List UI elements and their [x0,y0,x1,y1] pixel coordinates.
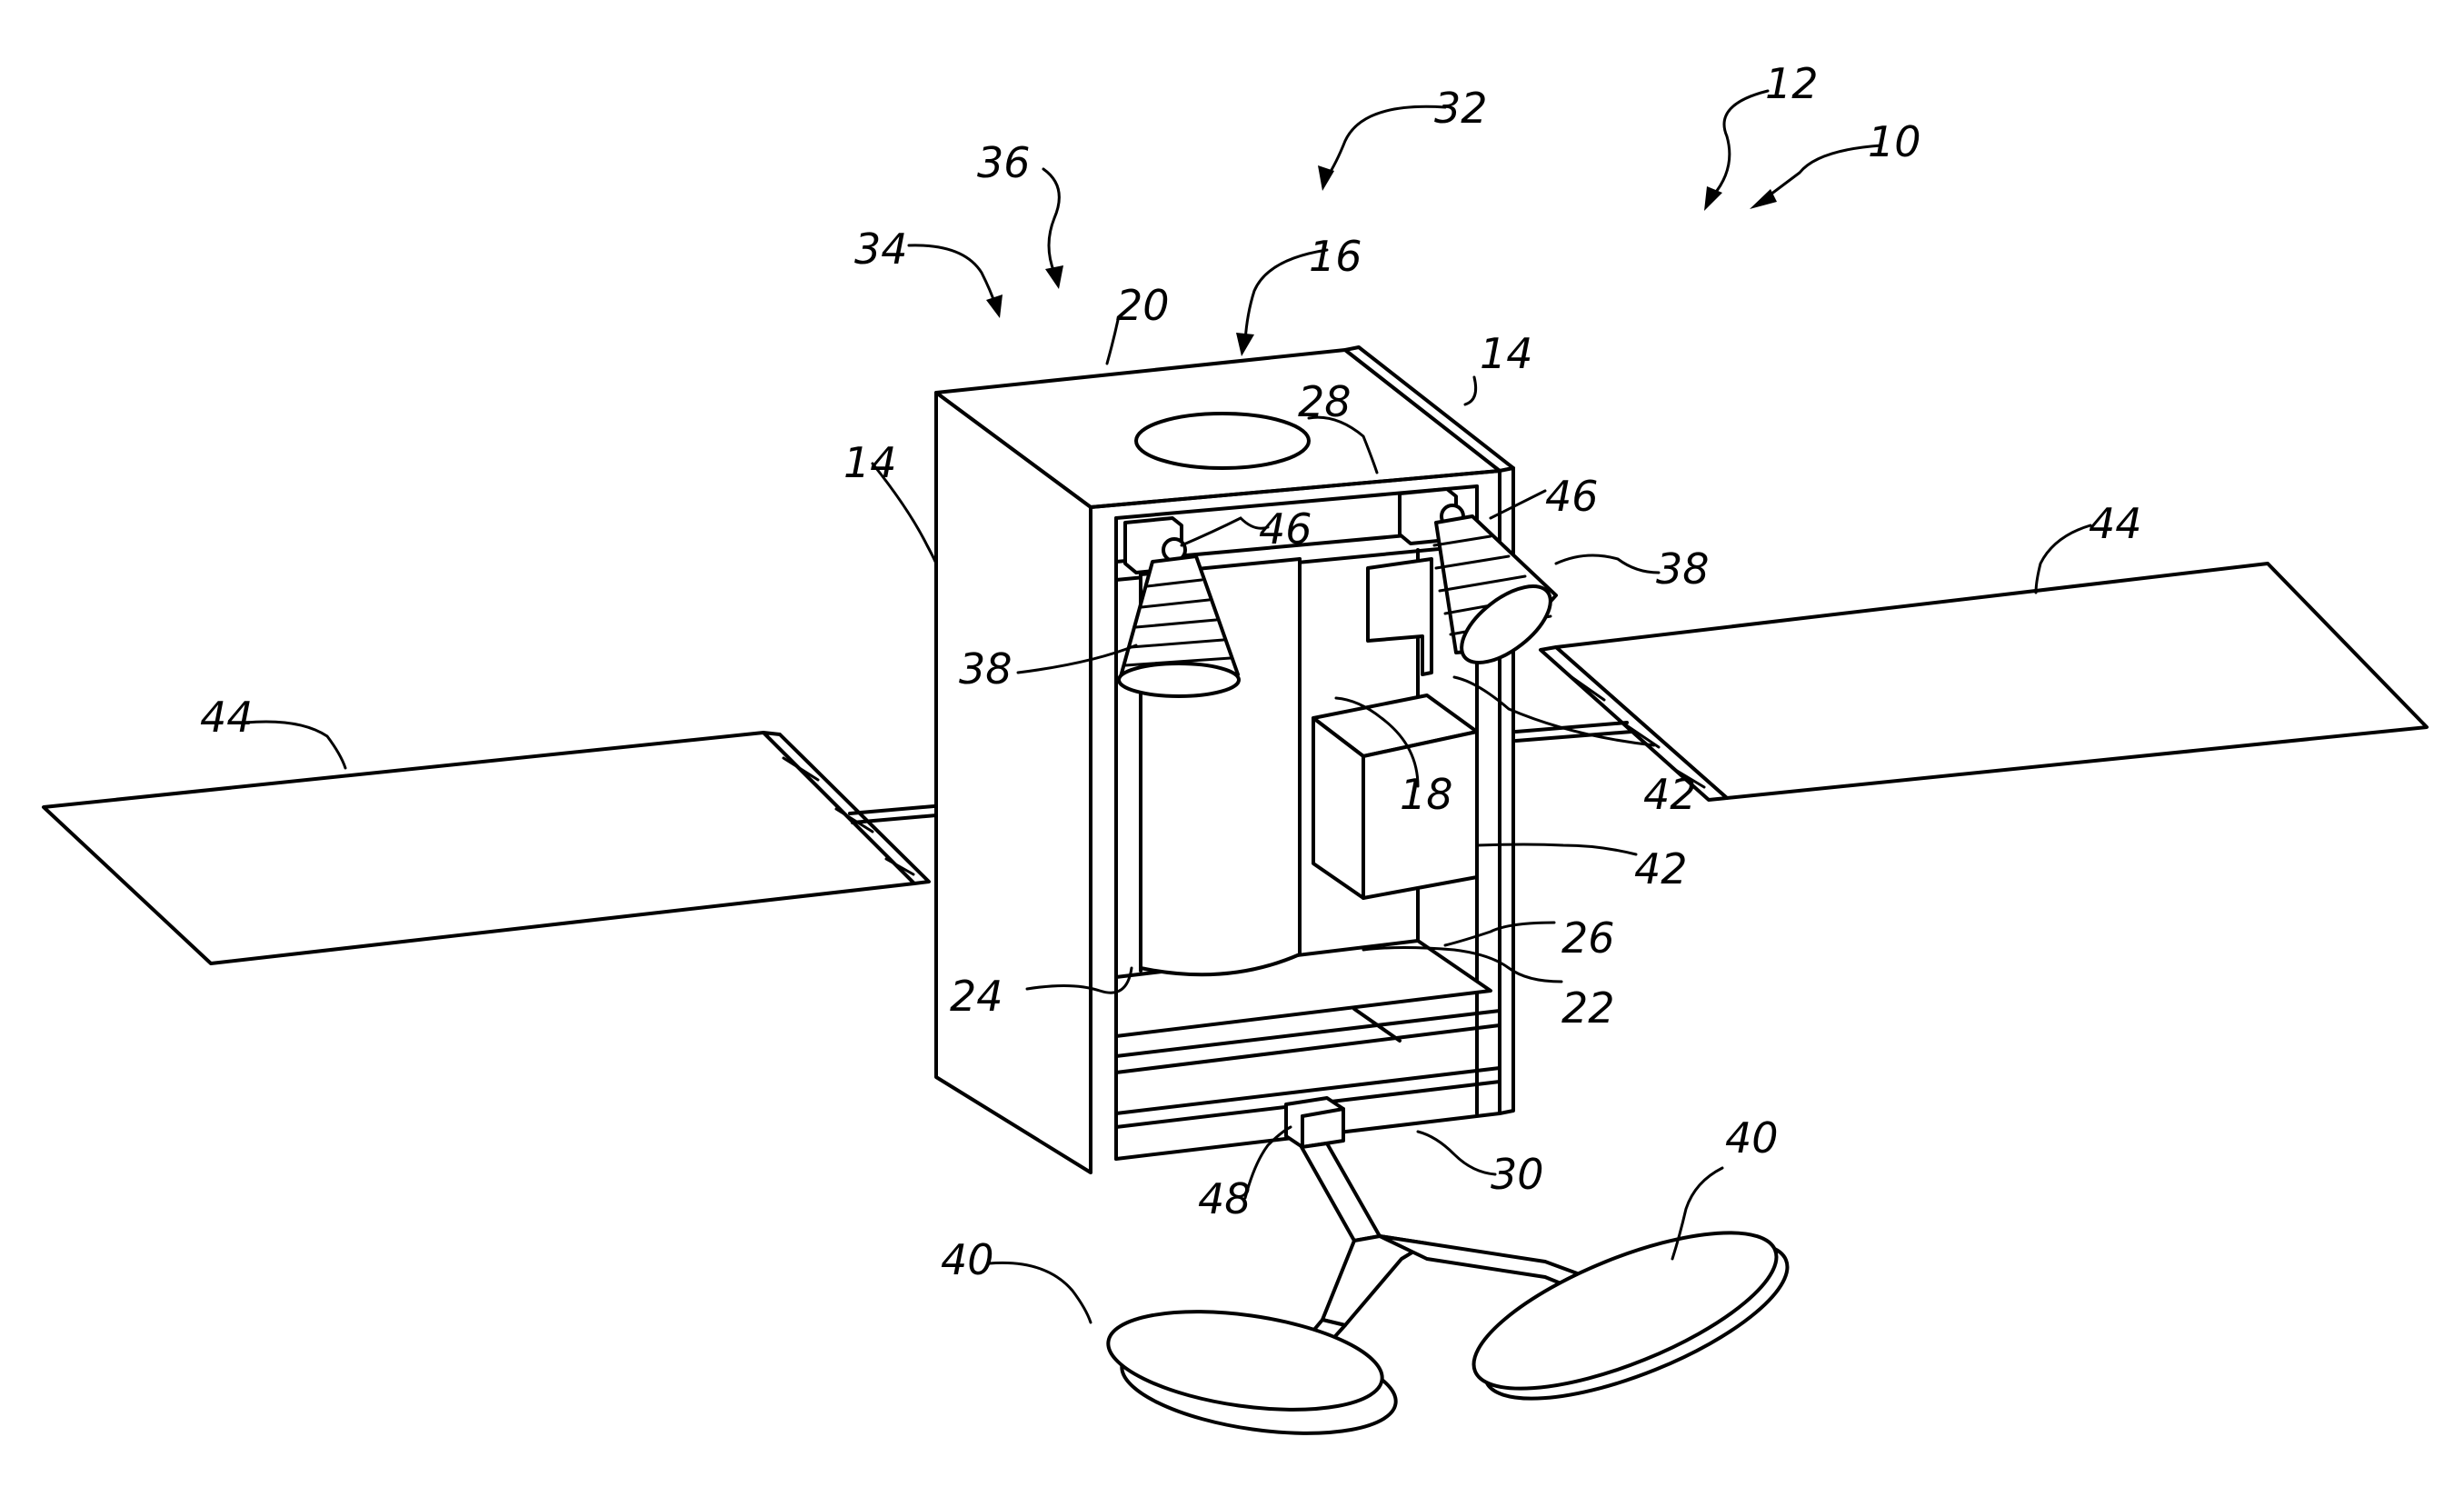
label-14-left: 14 [843,438,897,487]
label-10: 10 [1868,117,1921,166]
label-28: 28 [1298,377,1352,426]
label-34: 34 [854,225,908,274]
label-38-right: 38 [1656,544,1710,594]
label-14-right: 14 [1480,329,1533,378]
left-side-panel [936,393,1091,1173]
gimbal-box [1286,1098,1343,1147]
upper-equipment-box [1368,559,1432,674]
label-22: 22 [1561,983,1615,1033]
satellite-body [936,347,1563,1173]
label-40-left: 40 [941,1235,994,1284]
label-38-left: 38 [959,644,1013,694]
label-36: 36 [977,138,1031,187]
label-44-right: 44 [2089,499,2142,548]
label-46-right: 46 [1545,472,1599,521]
label-30: 30 [1491,1150,1544,1199]
label-46-left: 46 [1259,504,1312,554]
label-12: 12 [1765,59,1819,108]
label-16: 16 [1309,232,1362,281]
label-42-lower: 42 [1634,844,1688,893]
label-18: 18 [1400,770,1453,819]
right-reflector [1455,1202,1806,1431]
right-solar-array [1516,564,2427,800]
label-40-right: 40 [1725,1113,1779,1163]
label-24: 24 [950,972,1003,1021]
label-26: 26 [1561,913,1615,963]
label-42-upper: 42 [1643,770,1697,819]
left-solar-array [44,733,1019,963]
top-aperture [1136,414,1309,468]
label-44-left: 44 [200,693,254,742]
label-20: 20 [1116,281,1170,330]
label-32: 32 [1434,84,1488,133]
left-reflector [1102,1296,1402,1448]
label-48: 48 [1198,1174,1252,1223]
